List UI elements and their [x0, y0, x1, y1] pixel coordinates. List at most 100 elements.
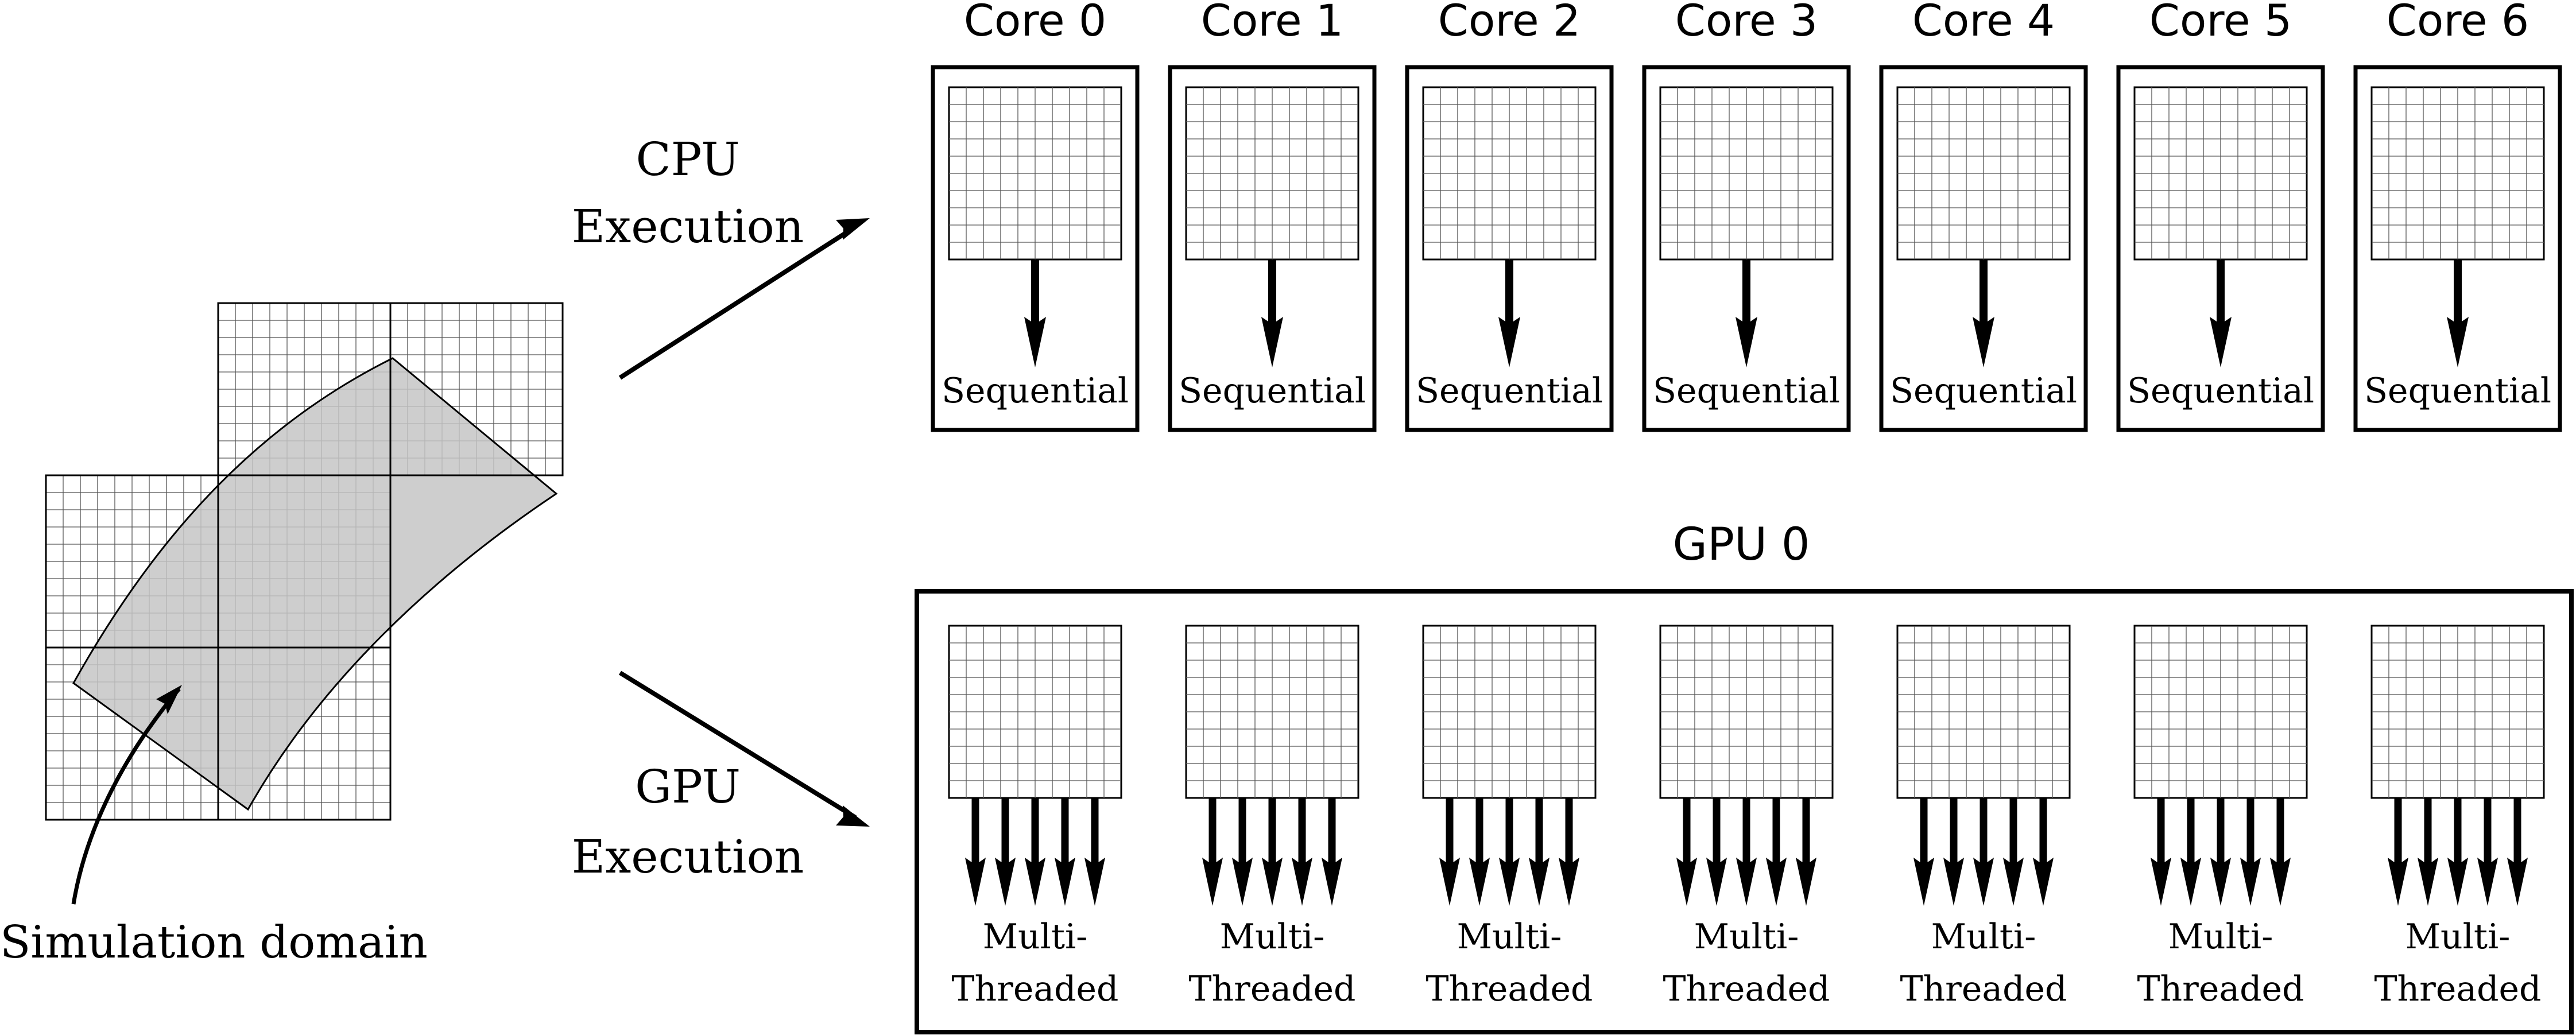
thread-arrow [1499, 798, 1520, 906]
thread-arrow [1232, 798, 1253, 906]
gpu-block: Multi-Threaded [1896, 625, 2071, 1009]
gpu-mode-label-line2: Threaded [1663, 969, 1830, 1009]
thread-arrow [2507, 798, 2528, 906]
core-work-grid [2370, 86, 2545, 261]
core-mode-label: Sequential [1890, 371, 2077, 411]
core-work-grid [1896, 86, 2071, 261]
thread-arrow [2240, 798, 2261, 906]
core-title: Core 2 [1438, 0, 1581, 46]
gpu-blocks: Multi- Threaded Multi- Threaded Multi- Thread… [948, 625, 2545, 1009]
thread-arrow [2151, 798, 2171, 906]
core-frame [1168, 65, 1377, 432]
domain-pointer-arrowhead [156, 685, 182, 714]
thread-arrow [1439, 798, 1460, 906]
core-title: Core 5 [2149, 0, 2292, 46]
thread-arrow [2447, 798, 2468, 906]
core-frame [1642, 65, 1851, 432]
gpu-frame [915, 589, 2574, 1034]
core-frame [931, 65, 1140, 432]
thread-arrow [1055, 798, 1075, 906]
gpu-work-grid [1422, 625, 1597, 799]
gpu-work-grid [1896, 625, 2071, 799]
gpu-block: Multi- Threaded [1185, 625, 1359, 1009]
core-title: Core 0 [964, 0, 1106, 46]
core-work-grid [1185, 86, 1359, 261]
core-title: Core 4 [1912, 0, 2055, 46]
thread-arrow [1973, 798, 1994, 906]
thread-arrow [2477, 798, 2498, 906]
gpu-mode-label-line1: Multi- [2168, 917, 2273, 957]
sequential-arrow [1498, 259, 1520, 367]
sequential-arrow [1973, 259, 1994, 367]
gpu-mode-label-line1: Multi- [983, 917, 1088, 957]
gpu-label-line2: Execution [572, 830, 804, 883]
gpu-mode-label-line2: Threaded [1426, 969, 1593, 1009]
core-mode-label: Sequential [1653, 371, 1840, 411]
core-title: Core 3 [1675, 0, 1818, 46]
thread-arrow [2033, 798, 2054, 906]
gpu-work-grid [1185, 625, 1359, 799]
thread-arrow [1736, 798, 1757, 906]
simulation-domain-label: Simulation domain [0, 917, 428, 968]
gpu-work-grid [2133, 625, 2308, 799]
thread-arrow [1766, 798, 1787, 906]
gpu-mode-label-line2: Threaded [1189, 969, 1356, 1009]
gpu-mode-label-line1: Multi- [1694, 917, 1799, 957]
gpu-block: Multi-Threaded [2370, 625, 2545, 1009]
cpu-execution-arrow [618, 224, 857, 380]
thread-arrow [1322, 798, 1342, 906]
core-work-grid [1659, 86, 1834, 261]
thread-arrow [1943, 798, 1964, 906]
gpu-label-line1: GPU [635, 760, 741, 813]
gpu-mode-label-line2: Threaded [2374, 969, 2542, 1009]
simulation-domain-grid [45, 302, 564, 821]
gpu-mode-label-line2: Threaded [2137, 969, 2304, 1009]
thread-arrow [2418, 798, 2438, 906]
core-frame [2116, 65, 2325, 432]
cpu-core: Core 2 Sequential [1405, 0, 1614, 432]
gpu-mode-label-line1: Multi- [1220, 917, 1325, 957]
cpu-core: Core 3 Sequential [1642, 0, 1851, 432]
core-frame [1405, 65, 1614, 432]
sequential-arrow [1261, 259, 1283, 367]
thread-arrow [1292, 798, 1312, 906]
thread-arrow [1025, 798, 1045, 906]
thread-arrow [2180, 798, 2201, 906]
gpu-block: Multi- Threaded [2133, 625, 2308, 1009]
gpu-title: GPU 0 [1673, 519, 1810, 571]
core-title: Core 6 [2387, 0, 2529, 46]
gpu-work-grid [2370, 625, 2545, 799]
core-mode-label: Sequential [1416, 371, 1603, 411]
domain-block-boundaries [45, 302, 564, 821]
gpu-mode-label-line1: Multi- [1931, 917, 2036, 957]
thread-arrow [1706, 798, 1727, 906]
simulation-domain-shape [72, 357, 558, 811]
cpu-label-line2: Execution [572, 200, 804, 253]
gpu-block: Multi- Threaded [1422, 625, 1597, 1009]
cpu-label-line1: CPU [636, 133, 739, 186]
gpu-block: Multi- Threaded [1659, 625, 1834, 1009]
gpu-execution-arrowhead [836, 805, 870, 827]
sequential-arrow [2447, 259, 2469, 367]
gpu-mode-label-line1: Multi- [1457, 917, 1562, 957]
sequential-arrow [1024, 259, 1046, 367]
sequential-arrow [1736, 259, 1757, 367]
cpu-execution-arrowhead [836, 218, 870, 240]
core-work-grid [948, 86, 1122, 261]
thread-arrow [1202, 798, 1223, 906]
gpu-work-grid [948, 625, 1122, 799]
domain-pointer-arrow [71, 687, 181, 905]
gpu-work-grid [1659, 625, 1834, 799]
thread-arrow [1676, 798, 1697, 906]
thread-arrow [1559, 798, 1579, 906]
thread-arrow [2003, 798, 2024, 906]
gpu-block: Multi-Threaded [948, 625, 1122, 1009]
thread-arrow [1262, 798, 1283, 906]
cpu-core: Core 4 Sequential [1879, 0, 2088, 432]
sequential-arrow [2210, 259, 2232, 367]
